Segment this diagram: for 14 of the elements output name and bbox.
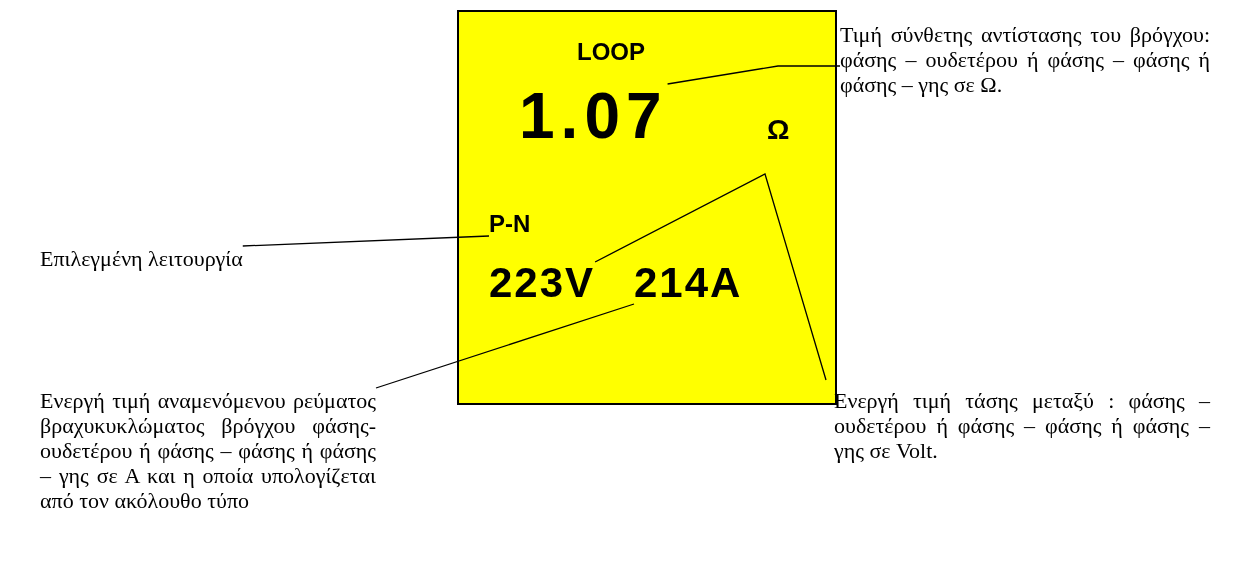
leader-line — [375, 303, 635, 389]
mode-label: P-N — [489, 212, 531, 236]
callout-text: Επιλεγμένη λειτουργία — [40, 246, 243, 271]
mode-label: LOOP — [577, 40, 645, 64]
leader-line — [242, 235, 490, 247]
callout-text: Τιμή σύνθετης αντίστασης του βρόγχου: φάσης – ουδετέρου ή φάσης – φάσης ή φάσης – γης σε Ω. — [840, 22, 1210, 192]
leader-line — [666, 65, 841, 85]
current-reading: 214A — [634, 262, 743, 304]
callout-text: Ενεργή τιμή τάσης μεταξύ : φάσης – ουδετέρου ή φάσης – φάσης ή φάσης – γης σε Volt. — [826, 380, 1210, 496]
unit-label: Ω — [767, 116, 790, 144]
leader-line — [594, 173, 827, 381]
callout-text: Ενεργή τιμή αναμενόμενου ρεύματος βραχυκυκλώματος βρόγχου φάσης- ουδετέρου ή φάσης – φάσης ή φάσης – γης σε Α και η οποία υπολογίζεται από τον ακόλουθο τύπο — [40, 388, 376, 568]
voltage-reading: 223V — [489, 262, 596, 304]
reading-value: 1.07 — [519, 84, 668, 148]
